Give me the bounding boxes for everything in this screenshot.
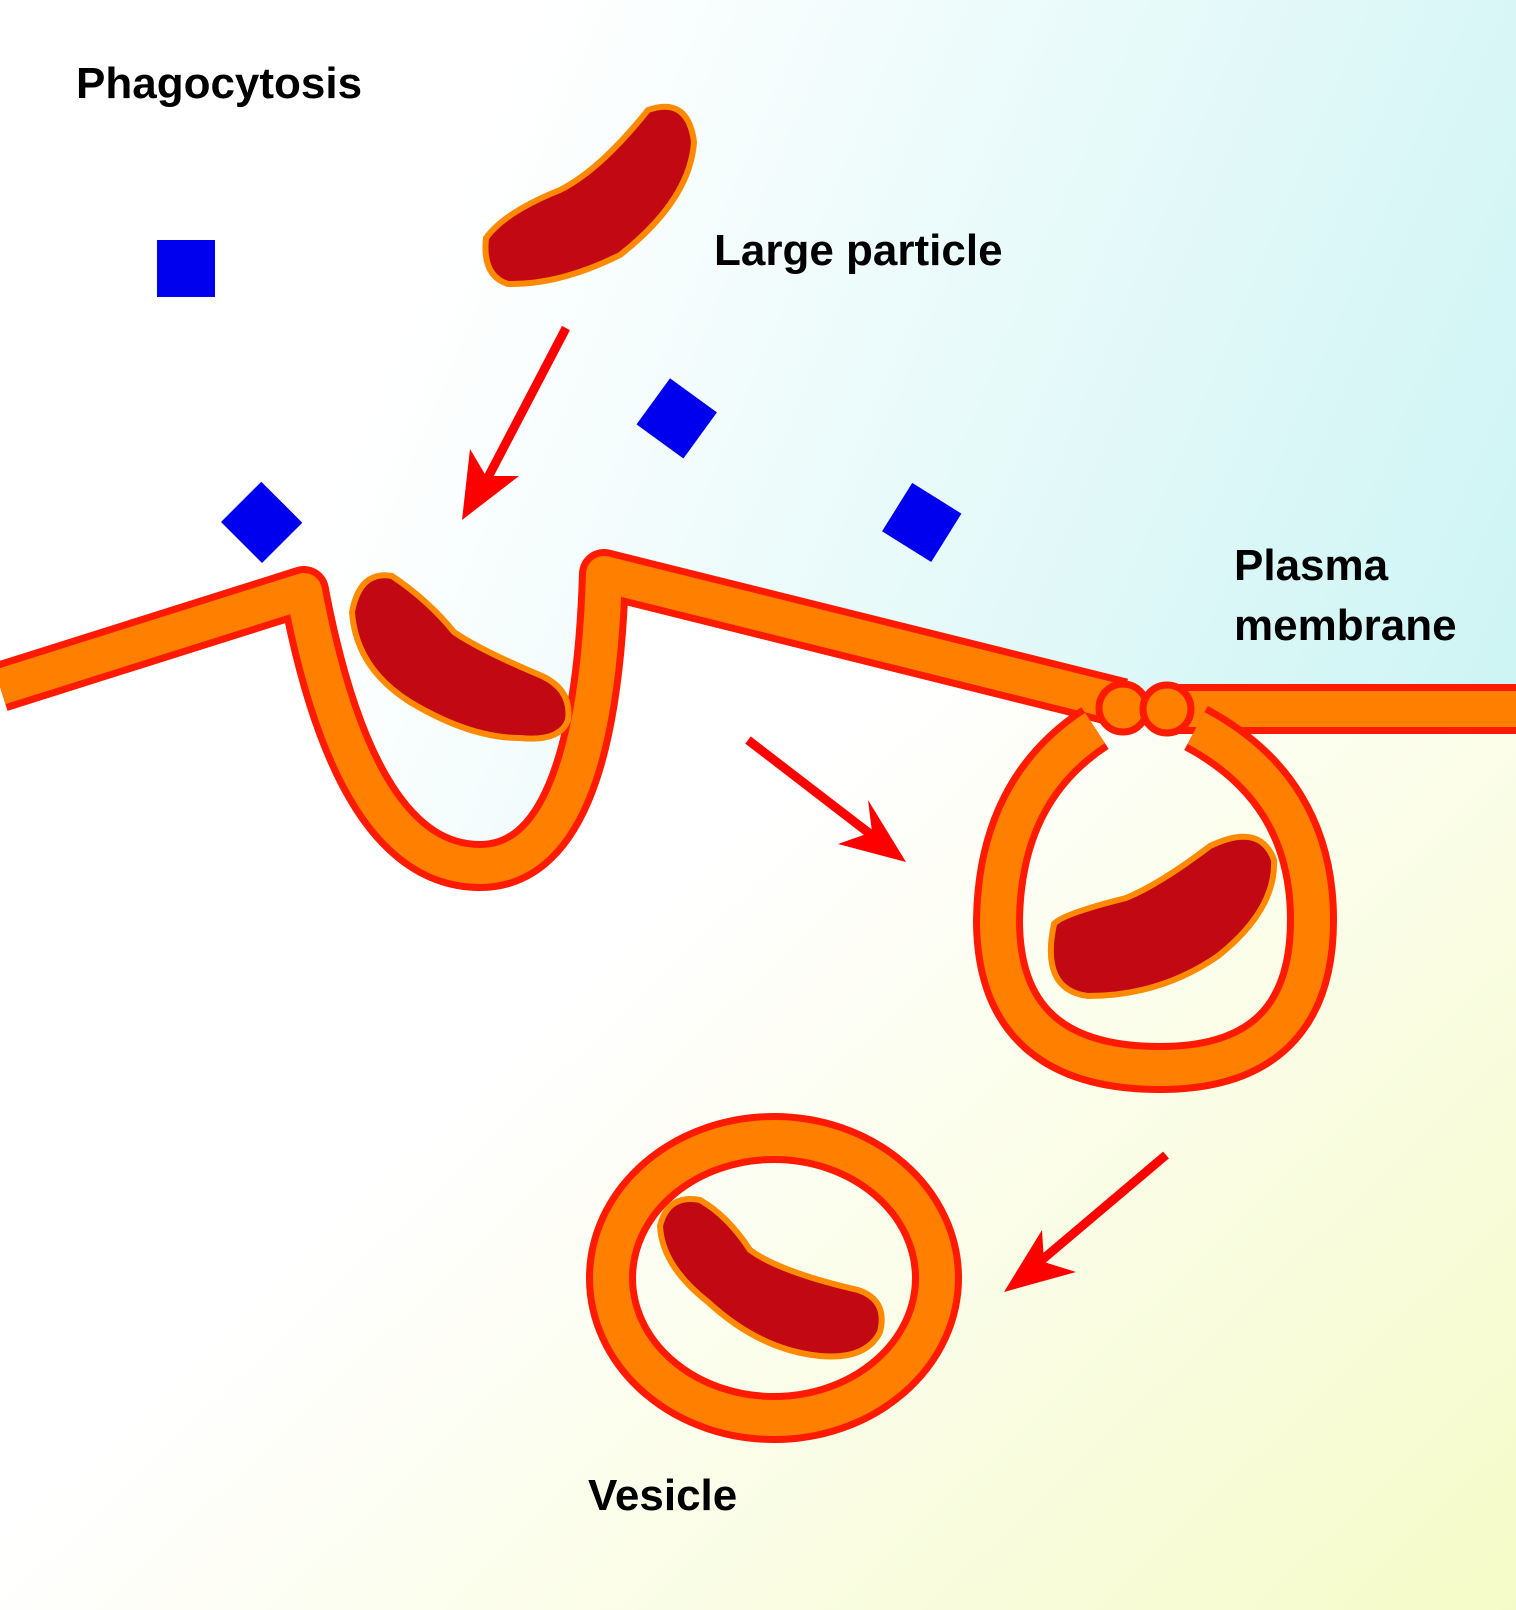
vesicle-fill xyxy=(593,1120,955,1436)
membrane-neck-right xyxy=(1139,681,1195,737)
small-molecule-square xyxy=(157,240,215,297)
small-molecule-square xyxy=(220,481,303,564)
arrow-to-vesicle xyxy=(1004,1151,1169,1292)
pocket-fill xyxy=(979,712,1331,1087)
plasma-membrane xyxy=(0,549,1516,891)
particle-in-vesicle xyxy=(656,1196,885,1360)
plasma-membrane-label-line1: Plasma xyxy=(1234,541,1389,590)
vesicle-label: Vesicle xyxy=(588,1471,738,1520)
plasma-membrane-label: Plasma membrane xyxy=(1234,536,1457,656)
plasma-membrane-label-line2: membrane xyxy=(1234,600,1457,650)
arrow-to-pocket xyxy=(745,736,906,862)
small-molecule-square xyxy=(882,482,962,562)
arrow-particle-to-membrane xyxy=(462,325,570,520)
small-molecule-square xyxy=(636,378,717,459)
particle-engulfing xyxy=(348,572,572,742)
membrane-fill-left xyxy=(0,556,1127,884)
diagram-title: Phagocytosis xyxy=(76,59,363,108)
large-particle-label: Large particle xyxy=(714,226,1003,275)
vesicle-ring xyxy=(586,1113,962,1443)
particle-outside xyxy=(482,103,698,288)
budding-pocket xyxy=(972,705,1338,1094)
cytoplasm-background xyxy=(0,598,1516,1610)
particle-in-pocket xyxy=(1047,833,1278,1000)
